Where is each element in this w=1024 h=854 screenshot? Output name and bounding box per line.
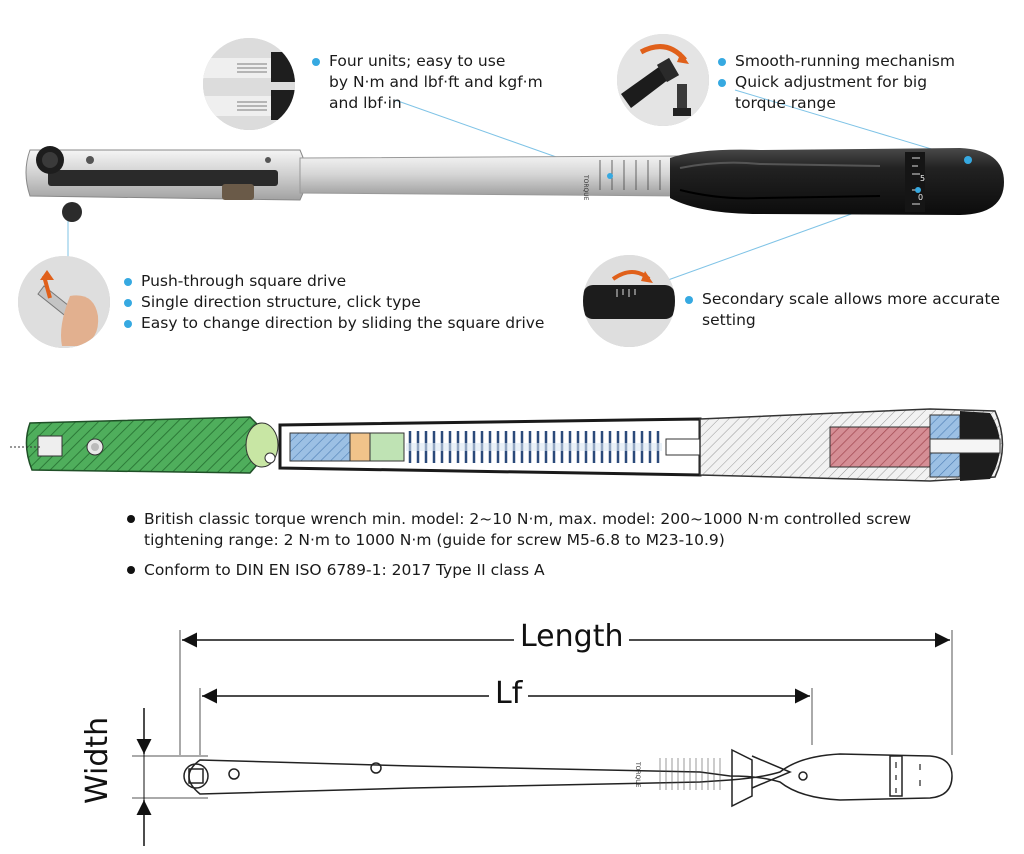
feature-units-line-3: and lbf·in <box>329 94 402 112</box>
knob-number-5: 5 <box>920 174 925 183</box>
inset-mechanism-photo <box>617 34 709 126</box>
feature-mechanism-line-3: torque range <box>735 94 836 112</box>
specs-list: British classic torque wrench min. model… <box>127 509 911 581</box>
scale-torque-label: TORQUE <box>582 174 589 201</box>
spec-range-line-1: British classic torque wrench min. model… <box>144 510 912 528</box>
wrench-outline <box>183 748 953 808</box>
feature-mechanism-line-1: Smooth-running mechanism <box>735 52 955 70</box>
spec-range-line-2: tightening range: 2 N·m to 1000 N·m (gui… <box>144 531 725 549</box>
width-label: Width <box>80 716 115 804</box>
feature-units-line-1: Four units; easy to use <box>329 52 506 70</box>
feature-scale: Secondary scale allows more accurate set… <box>685 289 1000 331</box>
dimension-drawing: TORQUE <box>132 630 953 846</box>
feature-drive-item-2: Single direction structure, click type <box>141 293 421 311</box>
wrench-illustration: TORQUE 5 0 <box>25 89 1004 281</box>
bullet-dot <box>312 58 320 66</box>
spec-standard: Conform to DIN EN ISO 6789-1: 2017 Type … <box>144 561 545 579</box>
inset-square-drive-photo <box>18 256 110 348</box>
wrench-outline-scale <box>659 758 721 790</box>
square-drive <box>62 202 82 222</box>
outline-torque-label: TORQUE <box>634 761 641 788</box>
feature-units-line-2: by N·m and lbf·ft and kgf·m <box>329 73 543 91</box>
section-square-hole <box>37 435 63 457</box>
inset-scale-photo <box>583 255 675 347</box>
knob-number-0: 0 <box>918 193 923 202</box>
feature-mechanism: Smooth-running mechanism Quick adjustmen… <box>718 51 955 114</box>
feature-units: Four units; easy to use by N·m and lbf·f… <box>312 51 543 114</box>
head-screw <box>86 156 94 164</box>
scale-marks <box>599 160 661 190</box>
wrench-grip <box>670 148 1004 215</box>
feature-scale-line-1: Secondary scale allows more accurate <box>702 290 1001 308</box>
inset-units-photo <box>203 38 295 130</box>
length-label: Length <box>514 619 630 654</box>
feature-drive-item-1: Push-through square drive <box>141 272 347 290</box>
lf-label: Lf <box>489 676 529 711</box>
feature-scale-line-2: setting <box>702 311 756 329</box>
cross-section-diagram <box>10 408 1004 482</box>
section-adjuster <box>829 426 931 468</box>
feature-mechanism-line-2: Quick adjustment for big <box>735 73 928 91</box>
wrench-head-slot <box>48 170 278 186</box>
feature-drive: Push-through square drive Single directi… <box>124 271 544 334</box>
feature-drive-item-3: Easy to change direction by sliding the … <box>141 314 545 332</box>
wrench-shaft <box>299 155 681 197</box>
